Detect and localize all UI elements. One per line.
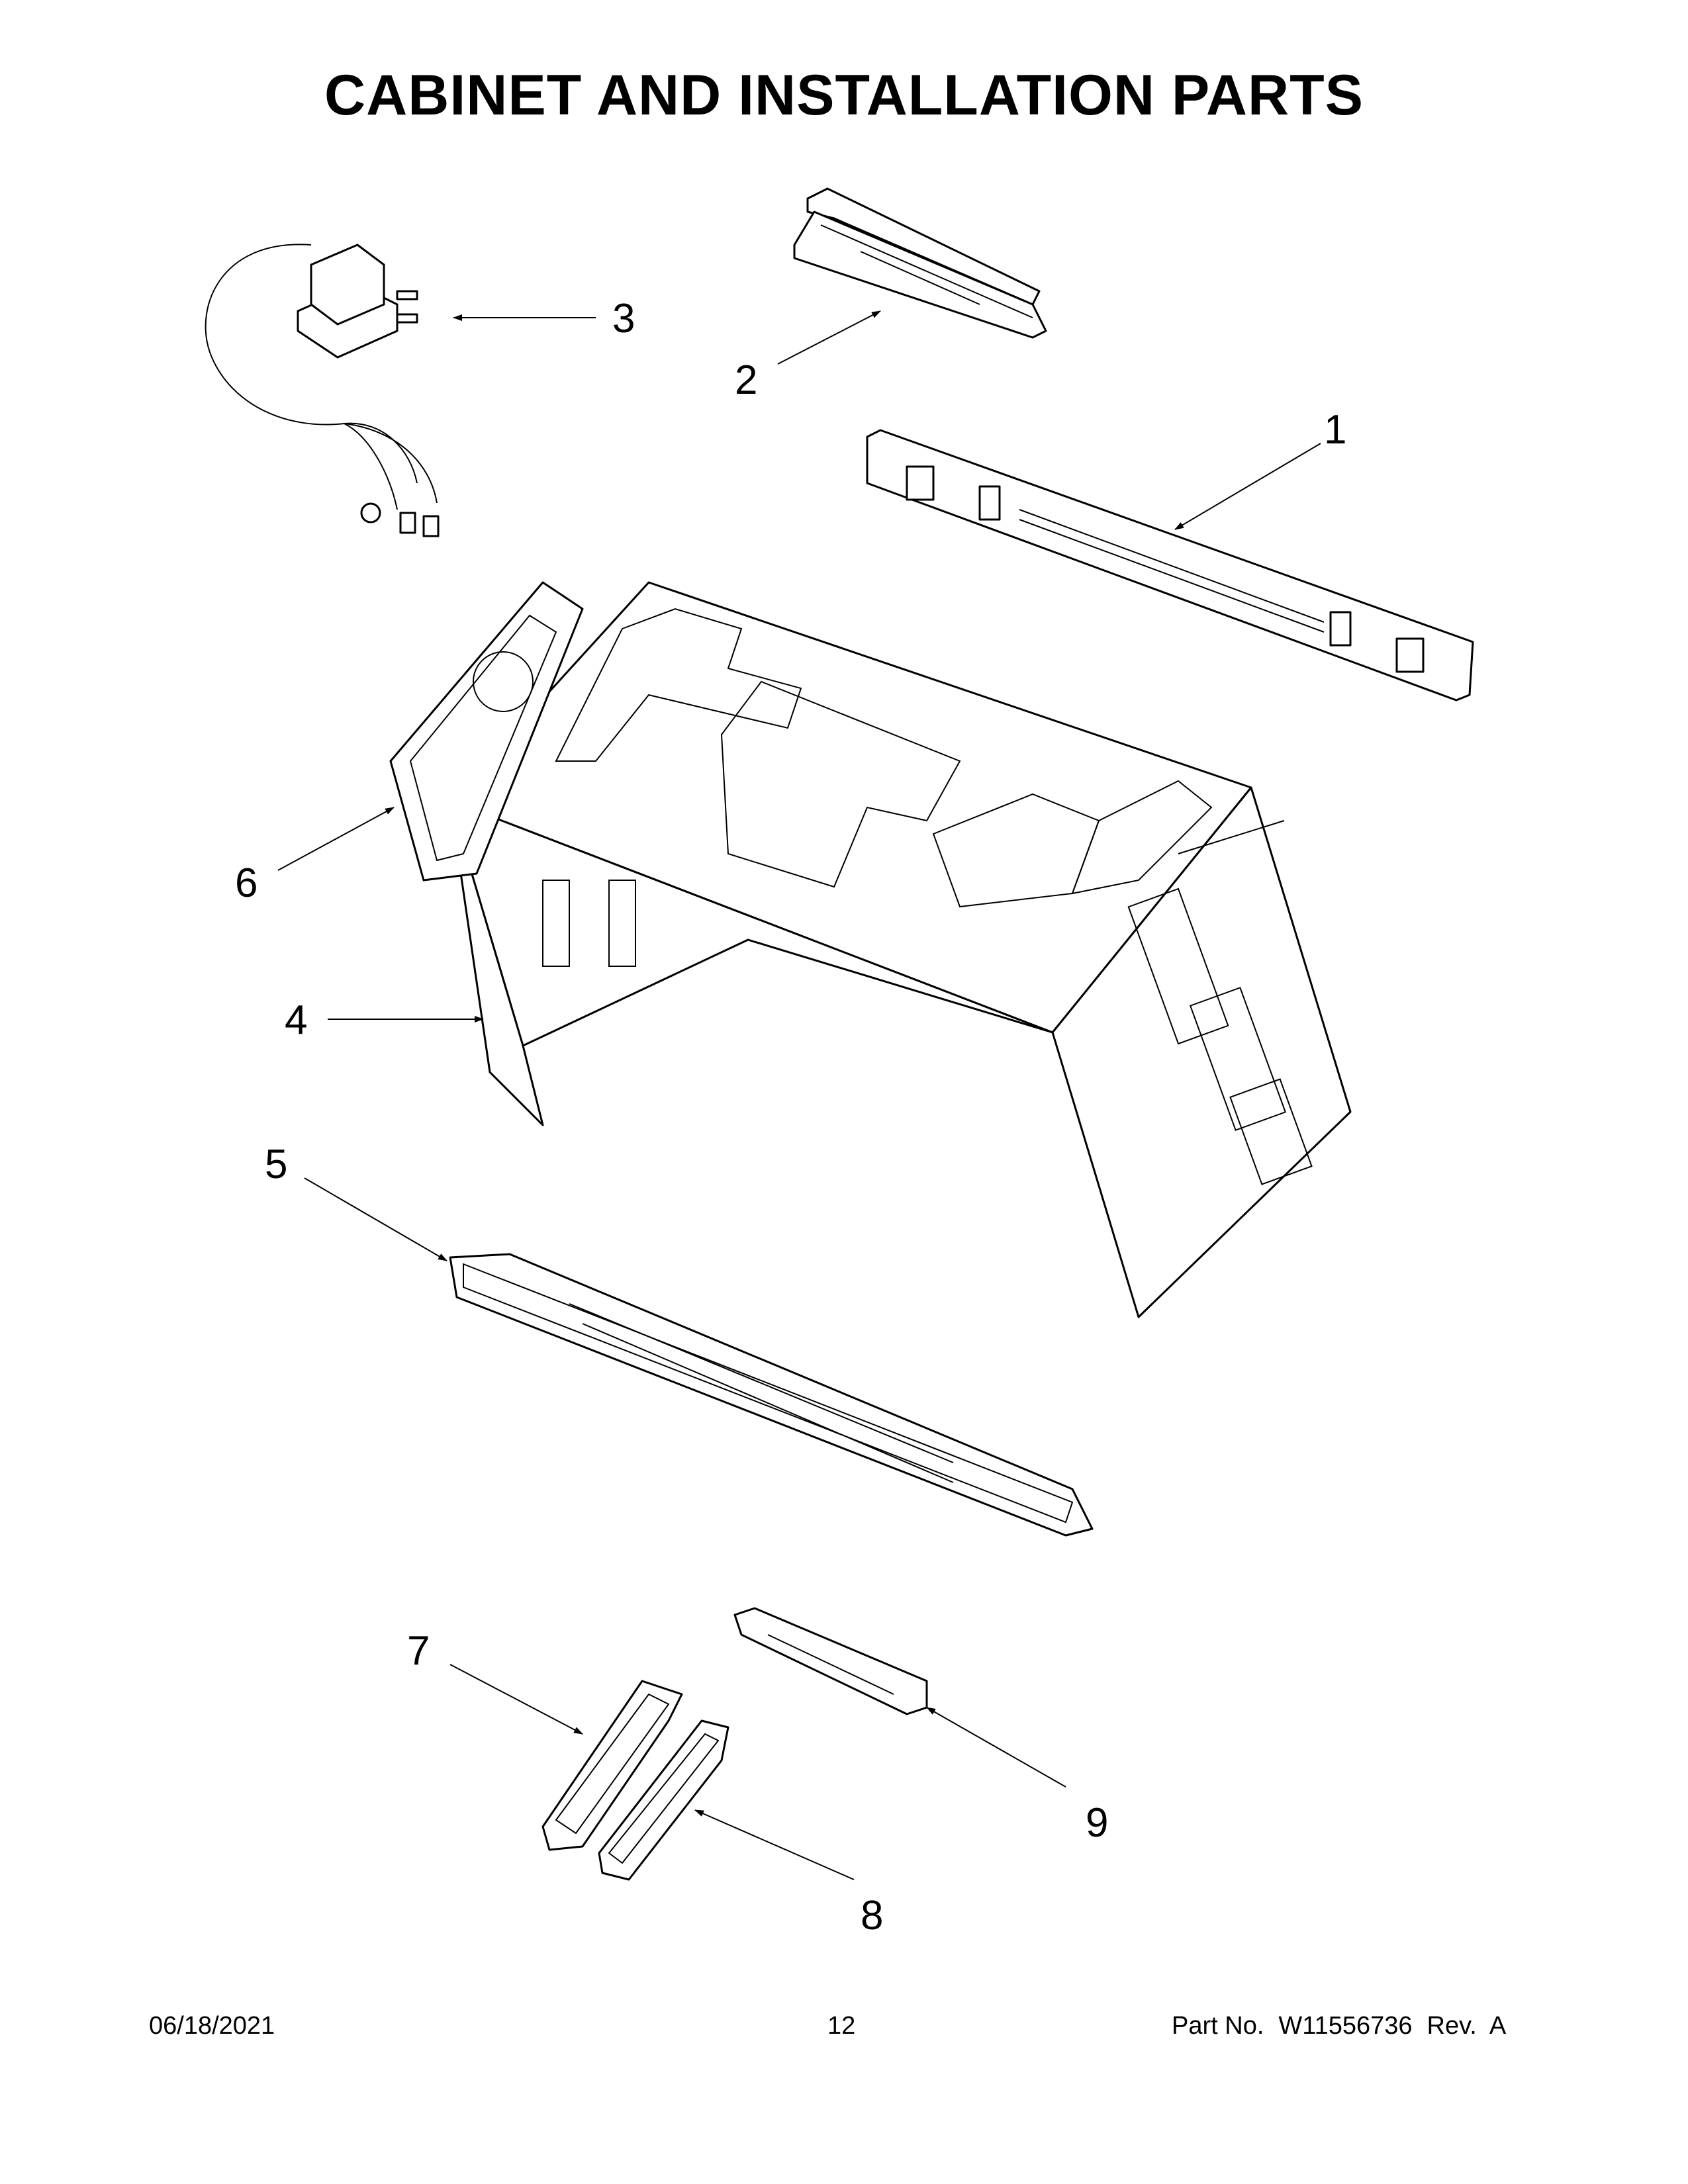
right-rail-part [598, 1719, 729, 1881]
part-label: Part No. [1172, 2012, 1264, 2040]
callout-9: 9 [1086, 1800, 1108, 1846]
left-rail-part [541, 1680, 683, 1851]
mounting-plate-part [866, 429, 1474, 702]
callout-1: 1 [1324, 407, 1346, 453]
footer-page-number: 12 [827, 2012, 856, 2040]
callout-3: 3 [612, 296, 635, 341]
callout-5: 5 [265, 1142, 287, 1187]
callout-numbers: 1 2 3 4 5 6 7 8 9 [235, 296, 1346, 1938]
callout-6: 6 [235, 860, 258, 906]
leader-lines [277, 310, 1321, 1880]
side-vent-frame-part [389, 581, 584, 882]
part-number: W11556736 [1278, 2012, 1413, 2040]
footer-date: 06/18/2021 [149, 2012, 275, 2040]
callout-7: 7 [407, 1628, 430, 1674]
callout-4: 4 [285, 997, 307, 1043]
page-title: CABINET AND INSTALLATION PARTS [324, 64, 1364, 127]
footer-part-info: Part No. W11556736 Rev. A [1172, 2012, 1521, 2040]
cabinet-shell-part [449, 581, 1352, 1318]
callout-2: 2 [735, 357, 757, 403]
revision: Rev. A [1427, 2012, 1507, 2040]
small-bracket-part [733, 1607, 928, 1715]
power-cord-part [205, 244, 440, 537]
callout-8: 8 [861, 1893, 883, 1938]
bottom-grille-part [449, 1253, 1094, 1537]
top-bracket-part [793, 187, 1047, 339]
